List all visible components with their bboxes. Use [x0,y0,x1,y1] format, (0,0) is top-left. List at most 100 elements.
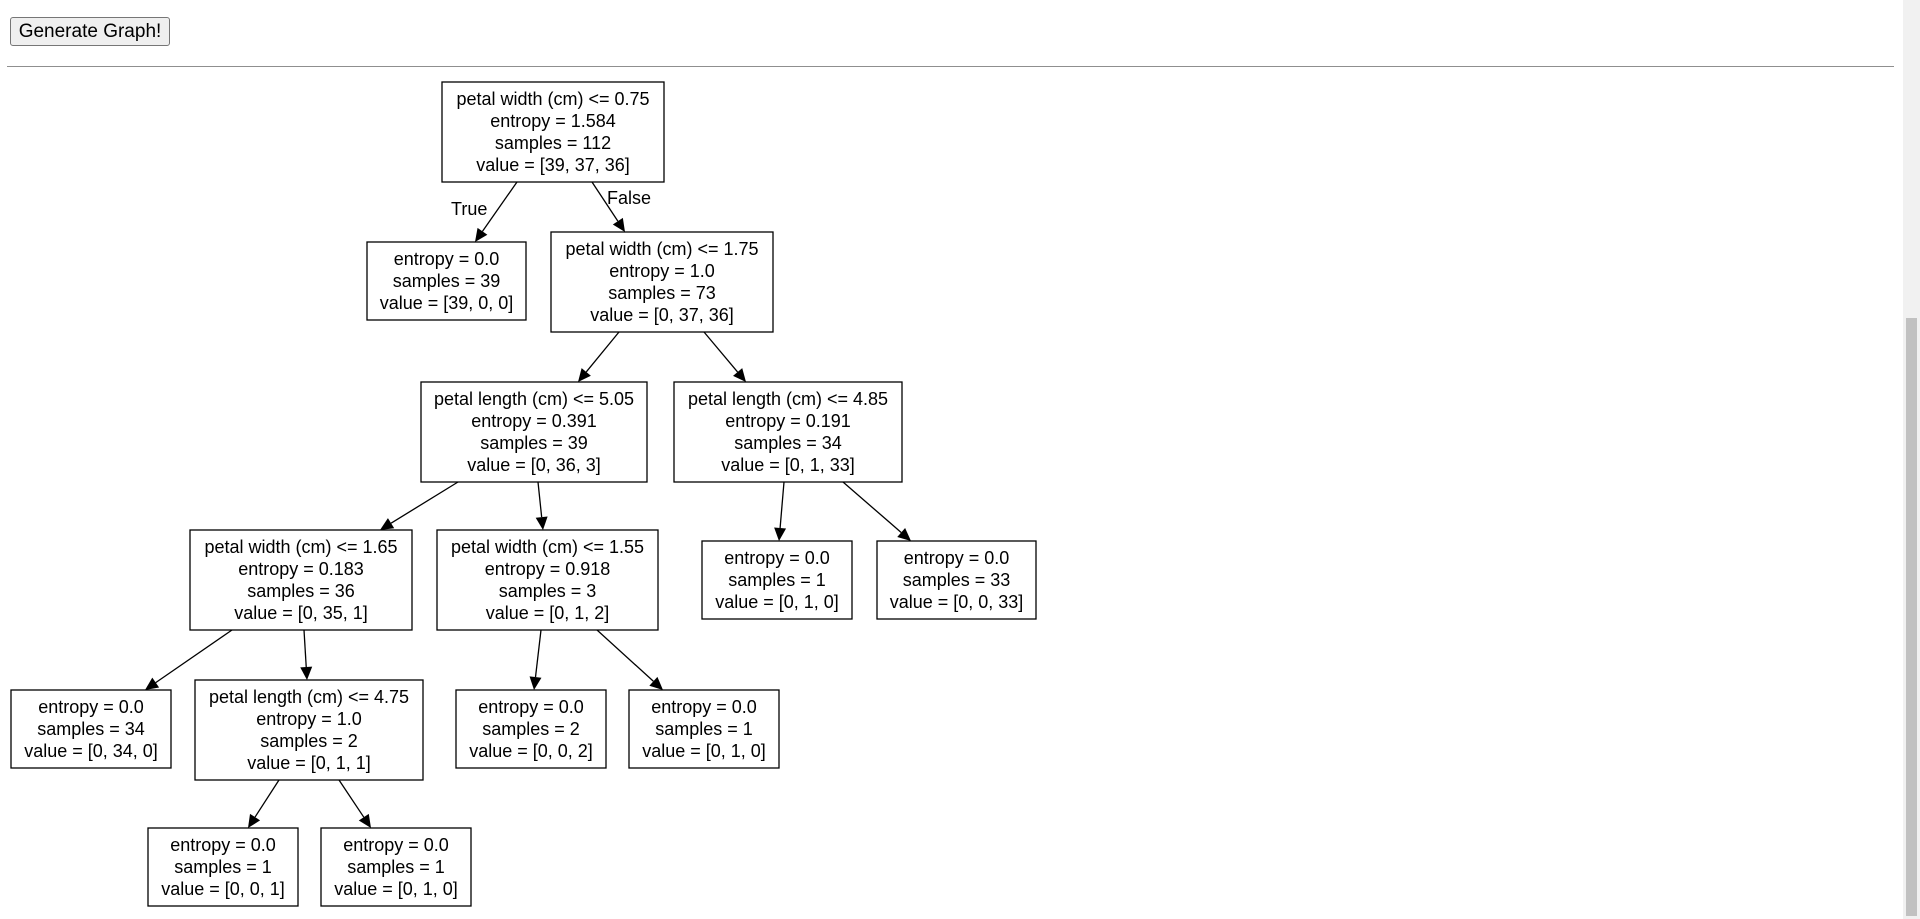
node-line: entropy = 0.0 [170,835,276,855]
node-line: value = [0, 1, 1] [247,753,371,773]
arrowhead-n6-n12 [649,676,663,690]
node-box [194,679,424,781]
edge-n4-n8 [842,481,902,533]
node-line: petal length (cm) <= 5.05 [434,389,634,409]
node-line: entropy = 0.0 [904,548,1010,568]
divider [7,66,1894,67]
node-box [436,529,659,631]
arrowhead-n4-n7 [774,527,787,541]
node-line: samples = 2 [260,731,358,751]
node-line: value = [0, 1, 0] [642,741,766,761]
edge-n10-n14 [338,779,365,818]
node-box [147,827,299,907]
node-line: samples = 39 [393,271,501,291]
node-line: entropy = 0.0 [478,697,584,717]
node-line: value = [0, 35, 1] [234,603,368,623]
node-line: petal width (cm) <= 1.75 [565,239,758,259]
node-line: entropy = 0.191 [725,411,851,431]
node-line: value = [39, 0, 0] [380,293,514,313]
node-line: petal length (cm) <= 4.85 [688,389,888,409]
node-line: samples = 33 [903,570,1011,590]
edge-n2-n3 [585,331,620,373]
node-box [420,381,648,483]
node-line: samples = 1 [728,570,826,590]
arrowhead-n3-n6 [535,516,548,530]
node-line: value = [0, 0, 2] [469,741,593,761]
edge-n5-n10 [303,629,307,668]
node-line: samples = 39 [480,433,588,453]
edge-n3-n6 [537,481,543,518]
node-line: samples = 1 [347,857,445,877]
edge-n10-n13 [254,779,280,818]
edge-n0-n2 [591,181,619,222]
node-line: entropy = 0.0 [343,835,449,855]
node-box [701,540,853,620]
arrowhead-n4-n8 [897,527,911,541]
node-line: value = [0, 0, 33] [890,592,1024,612]
node-box [189,529,413,631]
node-line: entropy = 0.0 [38,697,144,717]
node-line: entropy = 0.391 [471,411,597,431]
node-line: value = [0, 1, 0] [715,592,839,612]
edge-label-false: False [607,188,651,208]
node-line: samples = 34 [37,719,145,739]
node-line: samples = 1 [174,857,272,877]
node-box [455,689,607,769]
node-line: petal width (cm) <= 0.75 [456,89,649,109]
node-box [628,689,780,769]
arrowhead-n2-n4 [733,368,746,382]
node-line: samples = 36 [247,581,355,601]
node-line: petal length (cm) <= 4.75 [209,687,409,707]
node-line: petal width (cm) <= 1.55 [451,537,644,557]
node-line: value = [0, 34, 0] [24,741,158,761]
node-line: entropy = 1.0 [609,261,715,281]
node-line: value = [0, 0, 1] [161,879,285,899]
node-line: value = [0, 36, 3] [467,455,601,475]
node-line: entropy = 0.918 [485,559,611,579]
edge-n2-n4 [703,331,739,373]
node-line: value = [0, 1, 2] [486,603,610,623]
node-box [441,81,665,183]
generate-graph-button[interactable]: Generate Graph! [10,17,170,46]
node-line: samples = 34 [734,433,842,453]
arrowhead-n0-n1 [475,227,488,242]
arrowhead-n0-n2 [612,217,625,232]
node-line: entropy = 0.183 [238,559,364,579]
edge-label-true: True [451,199,487,219]
edge-n6-n12 [596,629,654,682]
node-line: value = [0, 1, 33] [721,455,855,475]
node-line: entropy = 0.0 [724,548,830,568]
edge-n6-n11 [534,629,542,678]
arrowhead-n5-n9 [145,677,160,690]
node-box [320,827,472,907]
node-line: samples = 73 [608,283,716,303]
node-line: samples = 3 [499,581,597,601]
arrowhead-n2-n3 [578,368,591,382]
arrowhead-n3-n5 [380,518,395,530]
node-line: entropy = 1.584 [490,111,616,131]
edge-n4-n7 [779,481,785,529]
arrowhead-n10-n13 [248,813,261,828]
node-box [673,381,903,483]
scrollbar-thumb[interactable] [1906,318,1917,916]
arrowhead-n10-n14 [358,813,371,828]
edge-n0-n1 [481,181,518,232]
node-line: value = [0, 1, 0] [334,879,458,899]
node-line: entropy = 0.0 [394,249,500,269]
